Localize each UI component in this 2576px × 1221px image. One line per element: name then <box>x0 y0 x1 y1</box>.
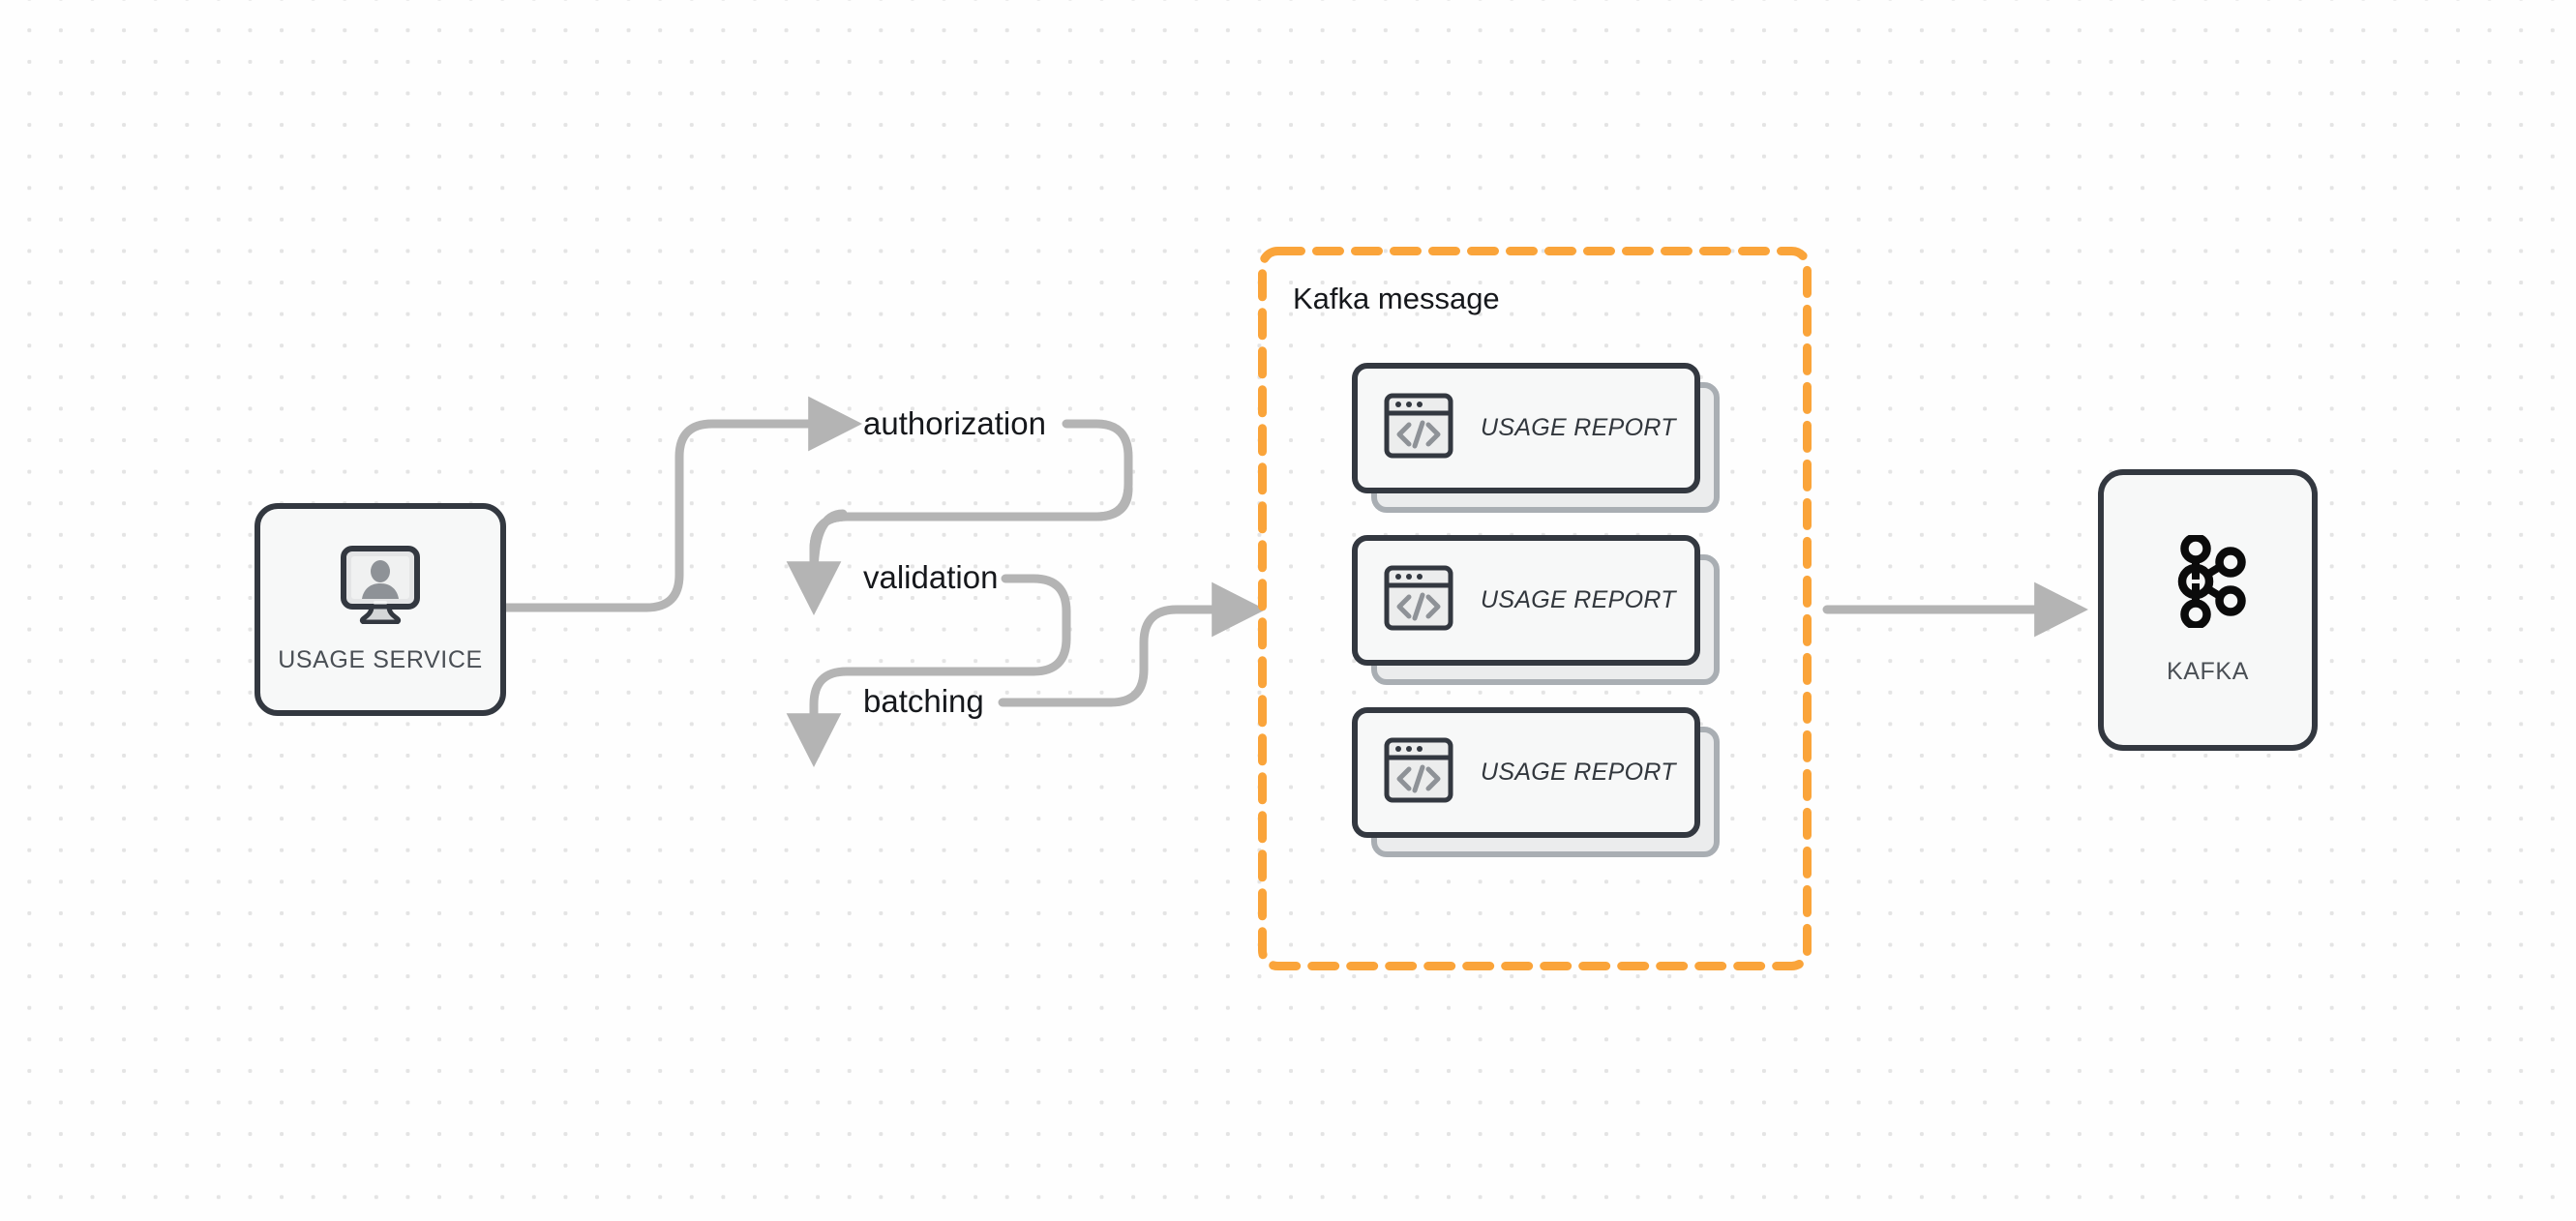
code-window-icon <box>1383 734 1454 811</box>
card-front[interactable]: USAGE REPORT <box>1352 363 1700 493</box>
connector-authorization-to-validation <box>809 419 1133 579</box>
connector-usage-service-to-authorization <box>501 396 862 612</box>
group-dashed-border <box>1258 247 1812 970</box>
code-window-icon <box>1383 390 1454 466</box>
group-kafka-message[interactable]: Kafka message USAGE REP <box>1258 247 1812 970</box>
node-kafka[interactable]: KAFKA <box>2098 469 2318 751</box>
usage-report-label: USAGE REPORT <box>1481 759 1676 786</box>
card-front[interactable]: USAGE REPORT <box>1352 707 1700 838</box>
connector-batching-to-kafka-message <box>998 581 1266 707</box>
usage-report-label: USAGE REPORT <box>1481 586 1676 613</box>
kafka-logo-icon <box>2171 532 2246 633</box>
group-title: Kafka message <box>1293 282 1500 315</box>
step-label-authorization[interactable]: authorization <box>863 405 1046 441</box>
usage-report-card[interactable]: USAGE REPORT <box>1352 535 1720 685</box>
node-usage-service[interactable]: USAGE SERVICE <box>255 503 506 716</box>
usage-report-card[interactable]: USAGE REPORT <box>1352 707 1720 857</box>
step-label-validation[interactable]: validation <box>863 559 999 595</box>
usage-report-label: USAGE REPORT <box>1481 414 1676 441</box>
node-kafka-label: KAFKA <box>2167 657 2249 685</box>
usage-report-card[interactable]: USAGE REPORT <box>1352 363 1720 513</box>
step-label-batching[interactable]: batching <box>863 683 984 719</box>
node-usage-service-label: USAGE SERVICE <box>278 646 483 673</box>
monitor-user-icon <box>339 545 422 629</box>
card-front[interactable]: USAGE REPORT <box>1352 535 1700 666</box>
code-window-icon <box>1383 562 1454 639</box>
